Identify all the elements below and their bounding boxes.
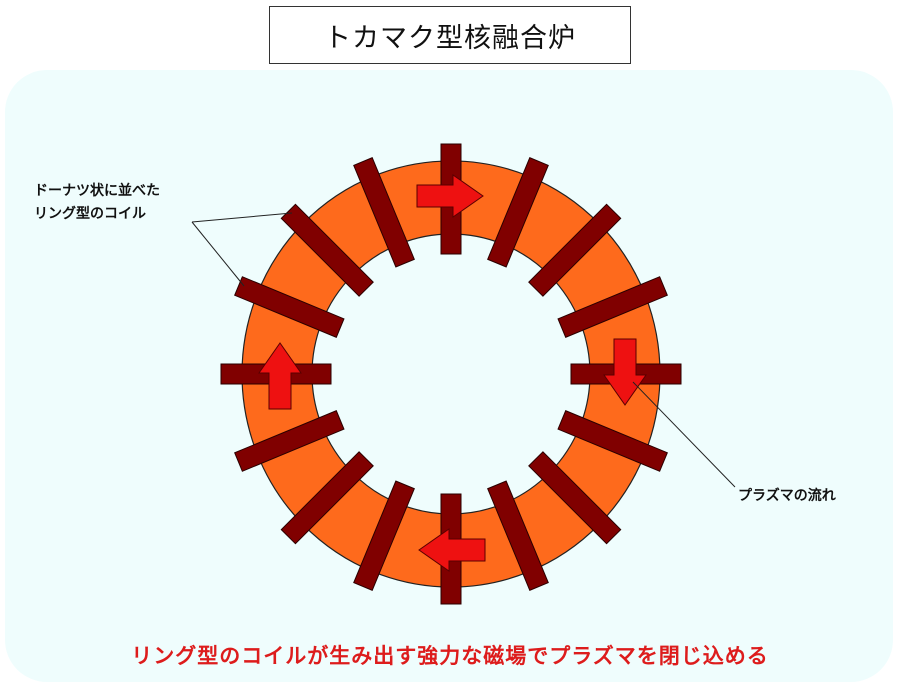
coil-leader-line-2: [191, 221, 245, 287]
coil: [234, 410, 345, 472]
coil: [353, 157, 415, 268]
coil: [487, 480, 549, 591]
coil: [528, 451, 622, 545]
plasma-flow-label: プラズマの流れ: [738, 488, 836, 504]
page-title: トカマク型核融合炉: [324, 22, 576, 54]
coil: [234, 276, 345, 338]
flow-arrow-right: [416, 174, 484, 218]
coil-leader-line-1: [191, 212, 293, 223]
coil: [557, 276, 668, 338]
flow-arrow-up: [258, 342, 302, 410]
plasma-leader-line: [632, 381, 736, 488]
coil: [353, 480, 415, 591]
coil: [280, 203, 374, 297]
caption: リング型のコイルが生み出す強力な磁場でプラズマを閉じ込める: [131, 644, 769, 668]
flow-arrow-down: [603, 338, 647, 406]
coil: [528, 203, 622, 297]
title-box: トカマク型核融合炉: [269, 6, 631, 64]
coil-label-line-2: リング型のコイル: [34, 206, 146, 222]
coil: [487, 157, 549, 268]
coil-label: ドーナツ状に並べた リング型のコイル: [34, 180, 160, 226]
coil: [280, 451, 374, 545]
coil-label-line-1: ドーナツ状に並べた: [34, 183, 160, 199]
coil: [557, 410, 668, 472]
flow-arrow-group: [258, 174, 647, 572]
flow-arrow-left: [418, 528, 486, 572]
